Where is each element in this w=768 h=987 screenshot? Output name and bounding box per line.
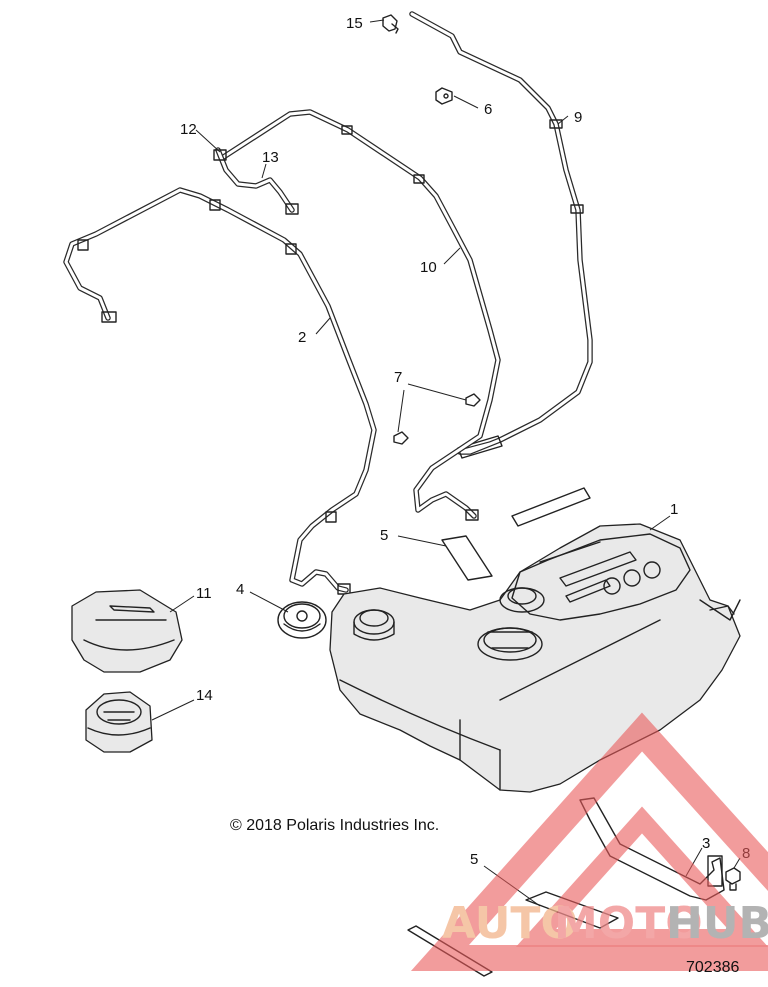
callout-4: 4 (236, 581, 244, 598)
callout-1: 1 (670, 501, 678, 518)
watermark-text-auto: AUTO (442, 898, 578, 949)
part-1-fuel-tank (329, 523, 741, 793)
part-15-shroud (71, 589, 183, 673)
part-10-tube (219, 109, 501, 521)
part-14-cap (85, 691, 153, 753)
watermark-text-moto: MOTO (554, 898, 703, 949)
callout-14: 14 (196, 687, 213, 704)
callout-10: 10 (420, 259, 437, 276)
callout-9: 9 (574, 109, 582, 126)
part-4-filler-cap (277, 601, 327, 639)
part-7-clip (435, 87, 453, 105)
callout-5-lower: 5 (470, 851, 478, 868)
part-12-hose (213, 147, 299, 215)
callout-6: 7 (394, 369, 402, 386)
callout-12: 13 (262, 149, 279, 166)
part-6-clips (393, 393, 481, 445)
diagram-number: 702386 (686, 959, 739, 976)
callout-3: 3 (702, 835, 710, 852)
part-9-vent-tube (409, 11, 593, 459)
part-2-fuel-line (63, 187, 377, 595)
callout-15: 11 (196, 585, 212, 602)
callout-11: 12 (180, 121, 197, 138)
part-13-fitting (382, 14, 399, 34)
leader-lines (151, 19, 741, 907)
watermark-text-hub: HUB (666, 898, 768, 949)
copyright-text: © 2018 Polaris Industries Inc. (230, 817, 439, 834)
part-5-pad-upper (441, 487, 591, 581)
callout-5-upper: 5 (380, 527, 388, 544)
callout-13: 15 (346, 15, 363, 32)
watermark-logo: AUTO MOTO HUB (410, 712, 768, 971)
callout-2: 2 (298, 329, 306, 346)
callout-7: 6 (484, 101, 492, 118)
part-8-bolt (725, 867, 741, 891)
